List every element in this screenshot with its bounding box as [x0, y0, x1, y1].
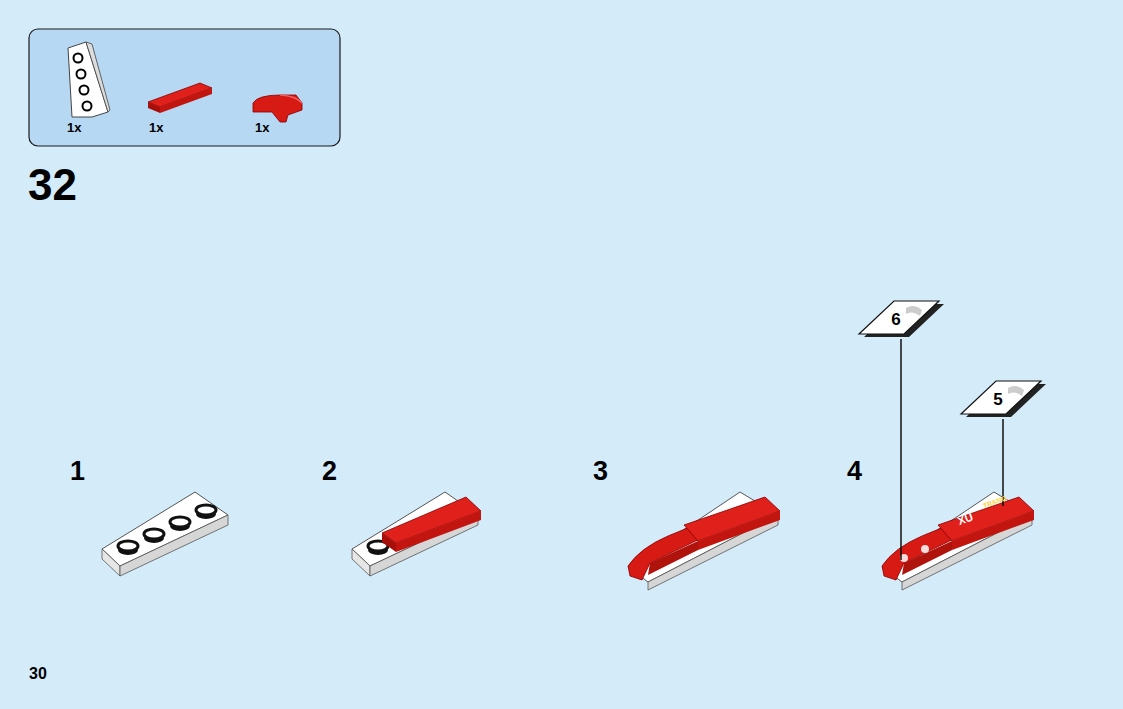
- page-number: 30: [29, 665, 47, 683]
- wedge-plate-part: [68, 42, 110, 117]
- substep-number: 2: [322, 456, 337, 487]
- parts-list-panel: 1x 1x 1x: [29, 29, 340, 146]
- step1-wedge-plate: [102, 492, 228, 576]
- sticker-callout: 5: [958, 380, 1048, 420]
- sticker-number: 5: [993, 390, 1002, 410]
- step3-assembly: [628, 492, 780, 590]
- leader-line: [900, 339, 902, 560]
- part-quantity: 1x: [255, 120, 269, 135]
- leader-line: [1002, 419, 1004, 506]
- substep-number: 1: [70, 456, 85, 487]
- part-quantity: 1x: [149, 120, 163, 135]
- step-number: 32: [28, 160, 77, 210]
- substep-number: 3: [593, 456, 608, 487]
- step4-assembly: [882, 339, 1034, 590]
- red-tile-part: [148, 83, 212, 113]
- sticker-number: 6: [891, 310, 900, 330]
- callout-frame: [856, 300, 946, 340]
- substep-number: 4: [847, 456, 862, 487]
- parts-panel: [29, 29, 340, 146]
- curved-slope-part: [253, 95, 302, 122]
- callout-frame: [958, 380, 1048, 420]
- part-quantity: 1x: [67, 120, 81, 135]
- sticker-callout: 6: [856, 300, 946, 340]
- step2-assembly: [352, 492, 481, 576]
